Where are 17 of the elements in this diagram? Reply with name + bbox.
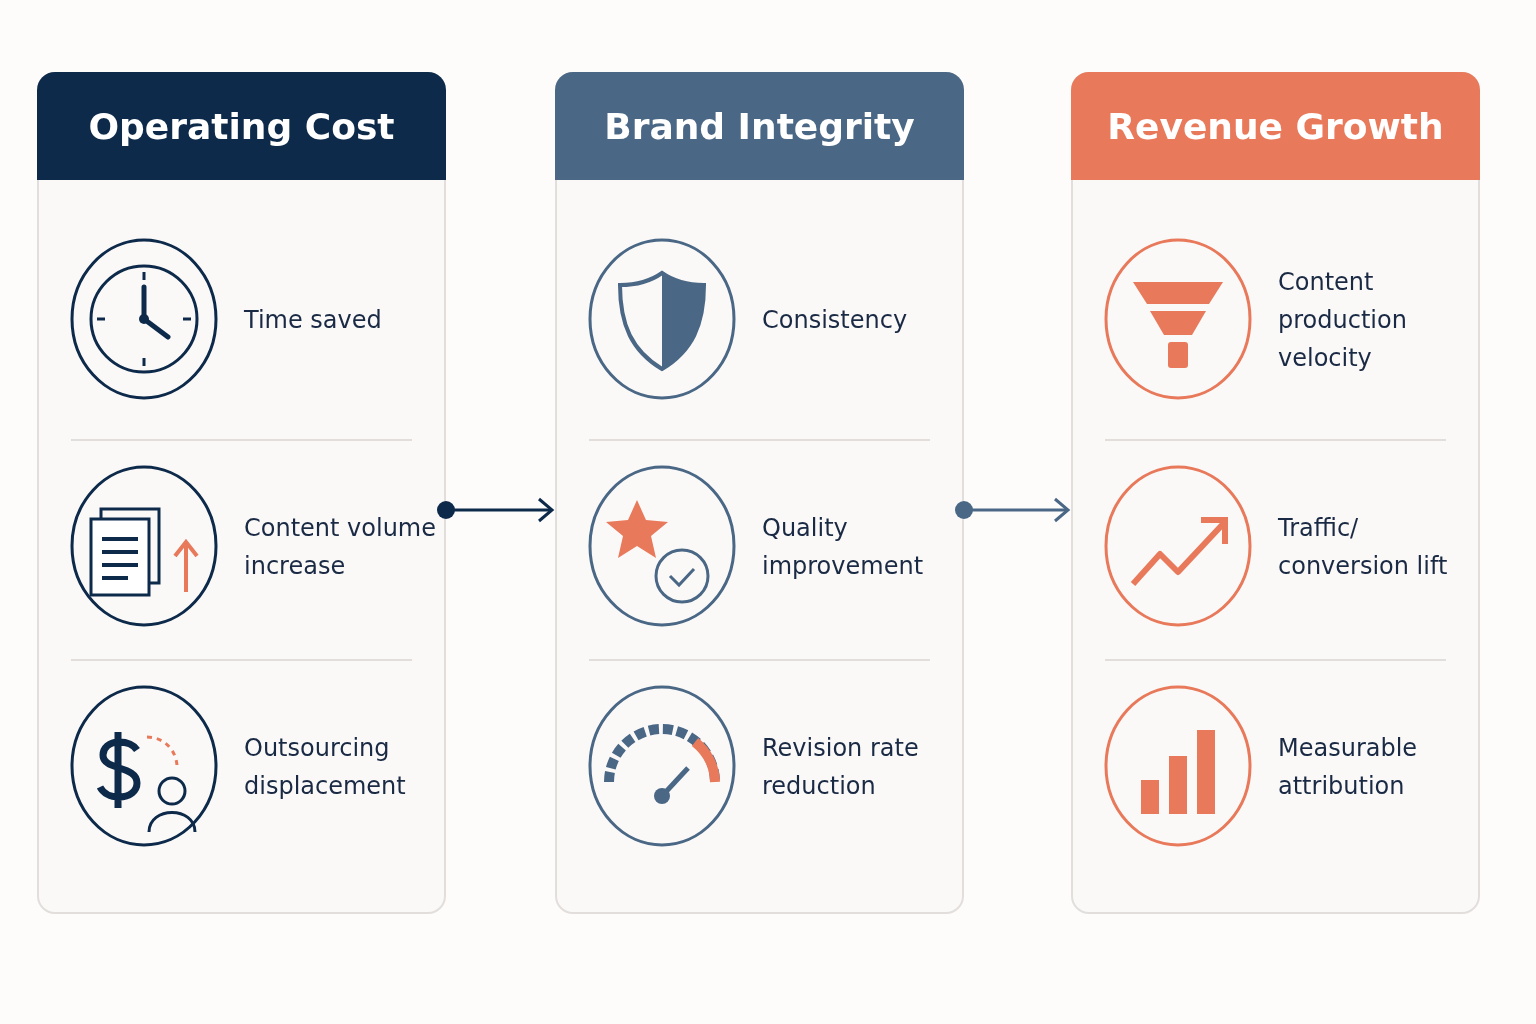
panel-card	[555, 72, 964, 914]
arrow	[437, 497, 554, 523]
metric-label: Measurable attribution	[1278, 733, 1419, 802]
panel-title: Brand Integrity	[604, 105, 915, 147]
panel-title: Revenue Growth	[1107, 105, 1444, 147]
panel-title: Operating Cost	[88, 105, 395, 147]
metric-label: Content production velocity	[1278, 267, 1408, 374]
metric-label: Quality improvement	[762, 513, 925, 582]
metric-label: Revision rate reduction	[762, 733, 920, 802]
metric-label: Content volume increase	[244, 513, 437, 582]
panel-card	[37, 72, 446, 914]
metric-label: Traffic/ conversion lift	[1278, 513, 1449, 582]
panel-card	[1071, 72, 1480, 914]
metric-label: Outsourcing displacement	[244, 733, 407, 802]
metric-label: Consistency	[762, 305, 909, 336]
arrow	[955, 497, 1070, 523]
metric-label: Time saved	[244, 305, 383, 336]
